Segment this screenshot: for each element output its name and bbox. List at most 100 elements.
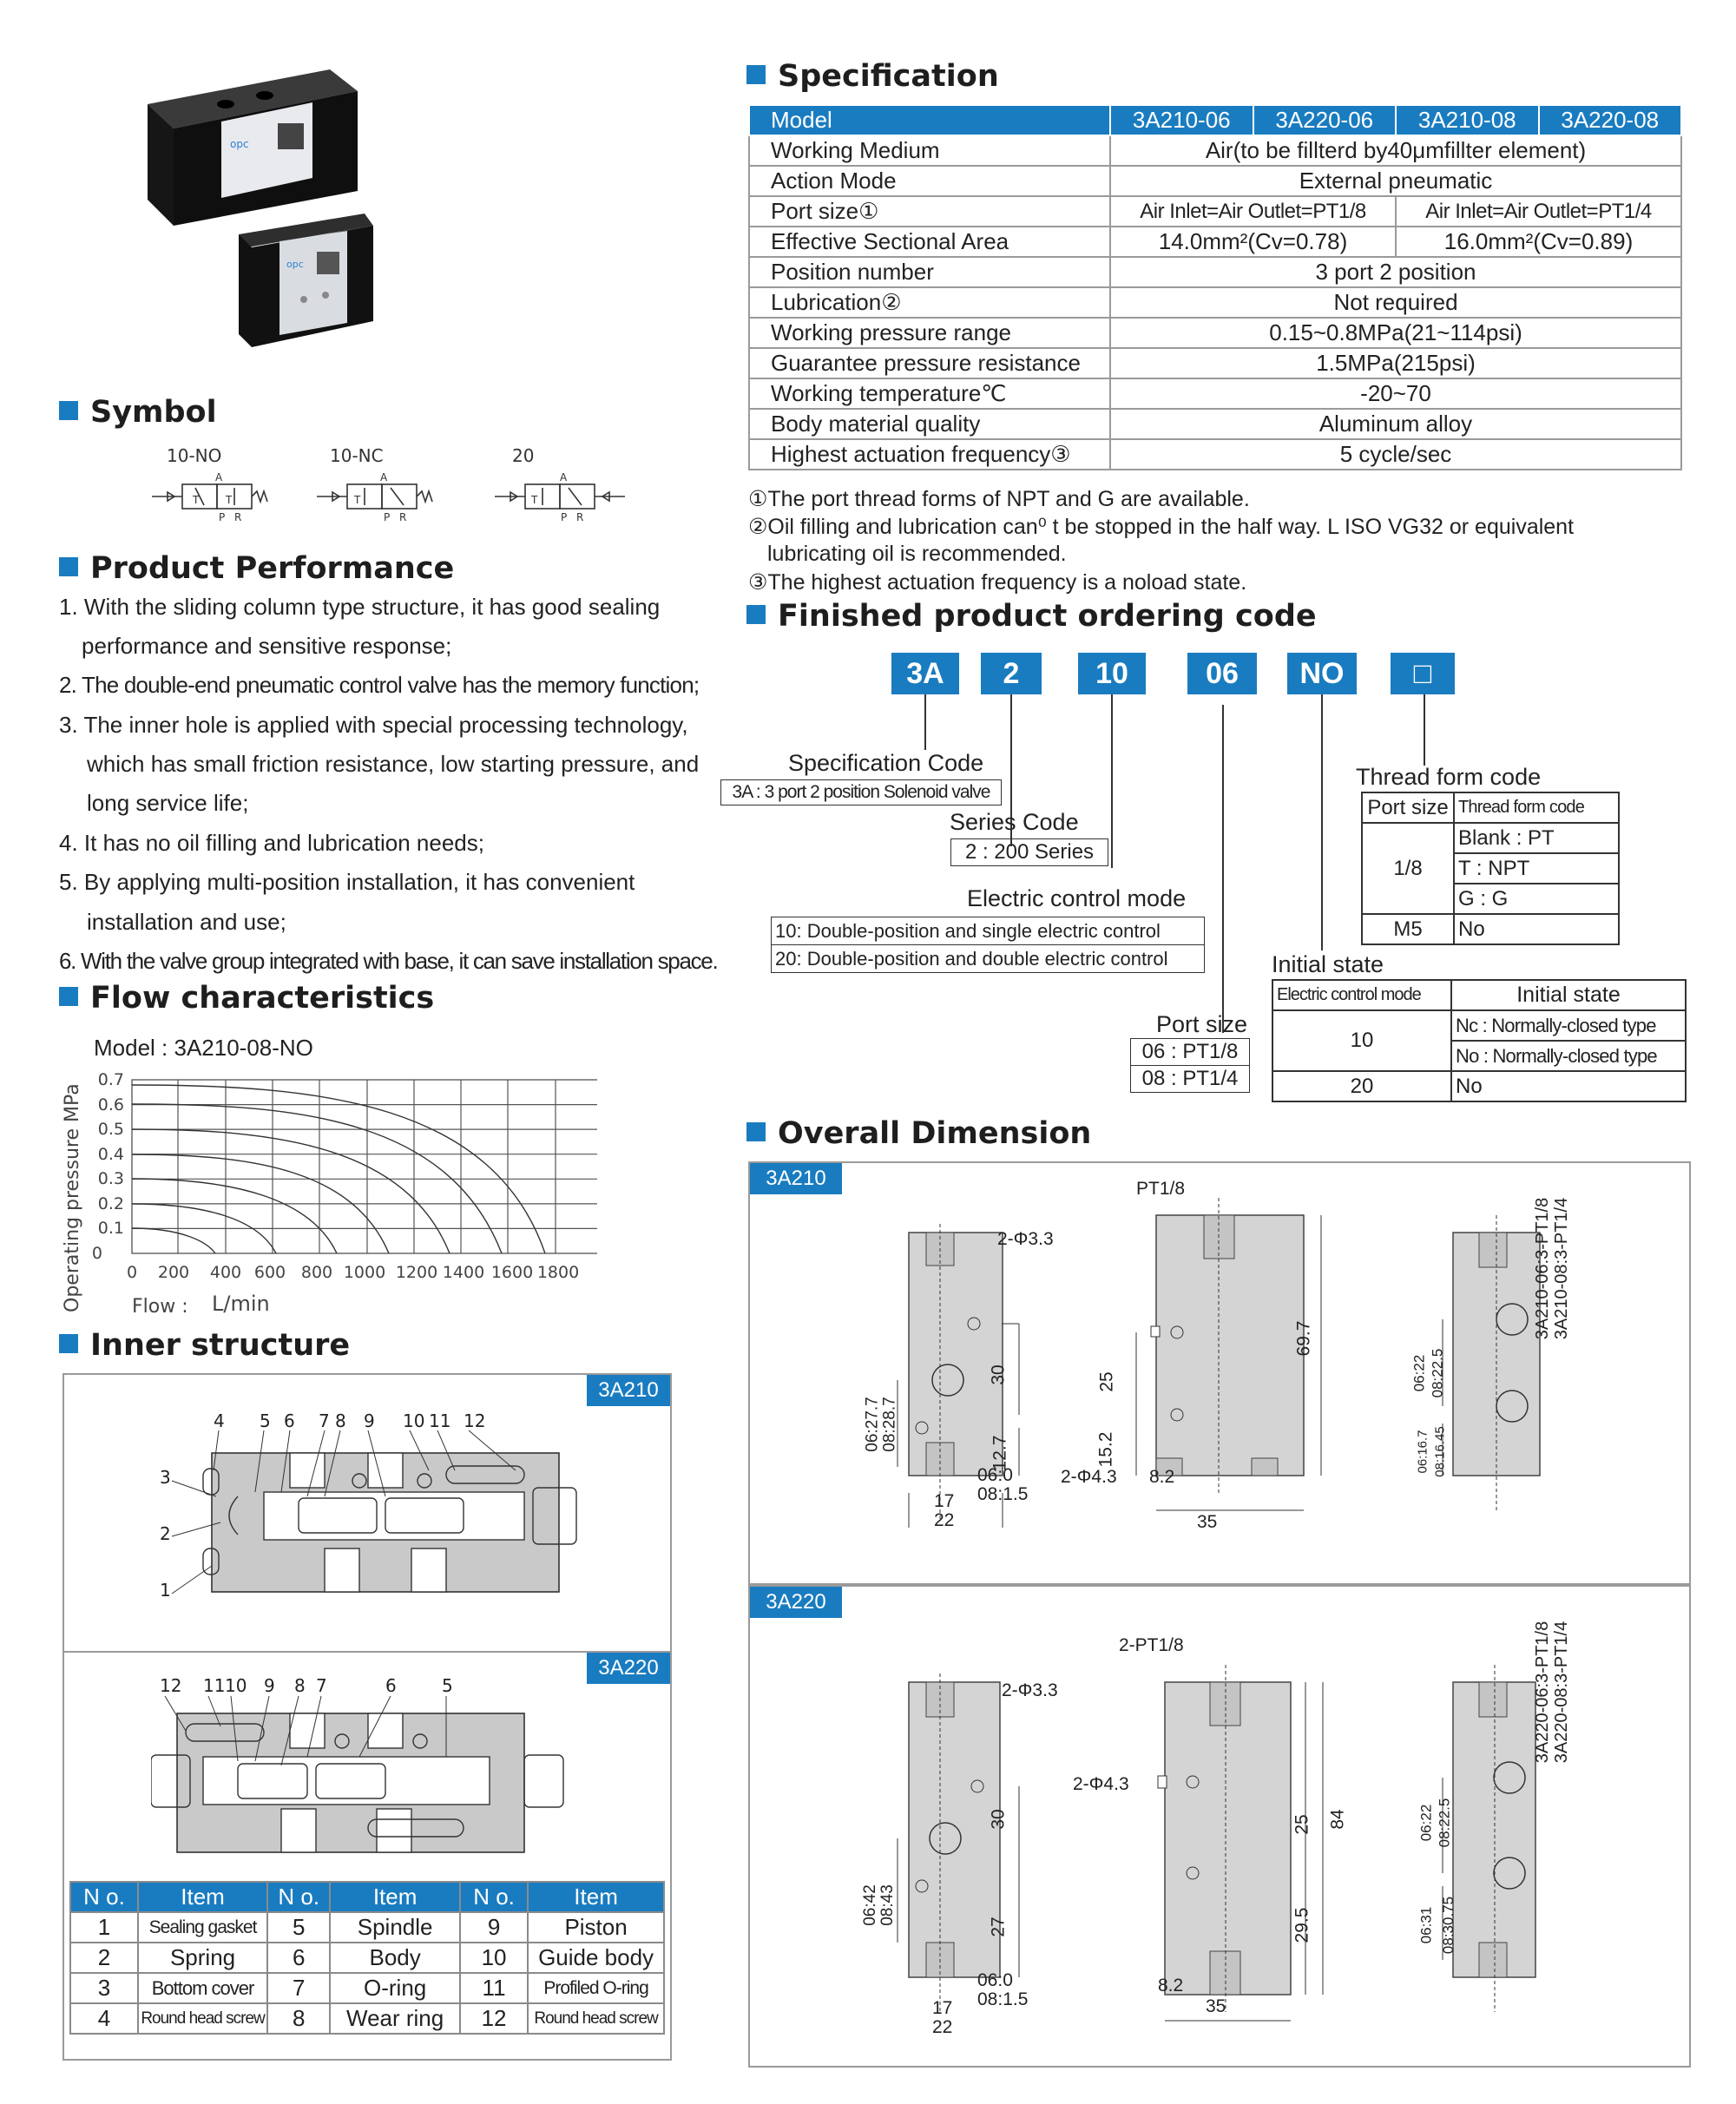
spec-val: 3 port 2 position	[1109, 256, 1682, 288]
spec-table: Model 3A210-06 3A220-06 3A210-08 3A220-0…	[748, 104, 1682, 470]
port-size-values: 06 : PT1/8 08 : PT1/4	[1130, 1038, 1250, 1093]
spec-key: Position number	[748, 256, 1111, 288]
port-size-label: Port size	[1156, 1011, 1248, 1037]
dimension-3a220-panel: 3A220	[748, 1585, 1691, 2068]
thread-port: M5	[1361, 913, 1455, 945]
table-row: 1 Sealing gasket 5 Spindle 9 Piston	[69, 1911, 665, 1943]
performance-line: 1. With the sliding column type structur…	[59, 594, 661, 620]
spec-note: ①The port thread forms of NPT and G are …	[748, 487, 1250, 511]
spec-hdr: 3A210-08	[1395, 104, 1540, 136]
cell: 12	[458, 2002, 529, 2035]
symbol-heading: Symbol	[59, 395, 217, 430]
part-number: 12	[464, 1410, 485, 1431]
dim-label: 2-Φ4.3	[1061, 1467, 1117, 1487]
dim-label: 08:22.5	[1436, 1798, 1453, 1848]
cell: 9	[458, 1911, 529, 1943]
performance-line: 6. With the valve group integrated with …	[59, 948, 719, 974]
dim-label: 08:16.45	[1432, 1426, 1448, 1477]
flow-xtick: 200	[158, 1263, 189, 1282]
port-size-option: 08 : PT1/4	[1141, 1067, 1239, 1090]
flow-xtick: 1000	[344, 1263, 385, 1282]
cell: 6	[266, 1942, 332, 1974]
cell: Round head screw	[527, 2002, 665, 2035]
port-label: A	[380, 471, 388, 483]
dim-label: 08:1.5	[977, 1989, 1029, 2009]
part-number: 11	[429, 1410, 450, 1431]
spec-val: 5 cycle/sec	[1109, 438, 1682, 470]
parts-table: N o. Item N o. Item N o. Item 1 Sealing …	[69, 1881, 665, 2035]
inner-3a210-drawing: 4 5 6 7 8 9 10 11 12 3 2 1	[151, 1401, 602, 1627]
spec-hdr: Model	[748, 104, 1111, 136]
spec-val: Air Inlet=Air Outlet=PT1/4	[1395, 195, 1682, 227]
dim-label: 29.5	[1292, 1907, 1312, 1943]
thread-code: No	[1453, 913, 1620, 945]
spec-code-label: Specification Code	[788, 750, 984, 776]
port-label: A	[560, 471, 568, 483]
thread-port: 1/8	[1361, 822, 1455, 915]
spec-val: 14.0mm²(Cv=0.78)	[1109, 226, 1397, 258]
thread-code: Blank : PT	[1453, 822, 1620, 854]
dim-label: 17	[932, 1998, 953, 2018]
spec-header-row: Model 3A210-06 3A220-06 3A210-08 3A220-0…	[748, 104, 1682, 136]
svg-text:opc: opc	[286, 259, 304, 270]
performance-line: performance and sensitive response;	[82, 633, 452, 659]
part-number: 6	[385, 1675, 397, 1696]
dim-label: 84	[1327, 1809, 1348, 1830]
spec-key: Body material quality	[748, 408, 1111, 440]
dim-label: 8.2	[1149, 1467, 1175, 1487]
product-photo: opc opc	[130, 69, 391, 365]
spec-key: Working pressure range	[748, 317, 1111, 349]
electric-mode-values: 10: Double-position and single electric …	[771, 917, 1205, 973]
spec-key: Action Mode	[748, 165, 1111, 197]
part-number: 1	[160, 1580, 171, 1601]
spec-key: Port size①	[748, 195, 1111, 227]
cell: Sealing gasket	[136, 1911, 269, 1943]
initial-mode: 20	[1272, 1070, 1452, 1102]
part-number: 7	[316, 1675, 327, 1696]
dim-label: 17	[934, 1491, 955, 1511]
initial-hdr: Electric control mode	[1272, 979, 1452, 1011]
parts-hdr: N o.	[69, 1881, 139, 1913]
port-label: P	[384, 511, 390, 521]
cell: Spring	[136, 1942, 269, 1974]
cell: Wear ring	[329, 2002, 461, 2035]
inner-3a220-drawing: 12 11 10 9 8 7 6 5	[150, 1670, 602, 1878]
dim-label: 2-Φ3.3	[997, 1229, 1054, 1249]
flow-model: Model : 3A210-08-NO	[94, 1035, 313, 1061]
dim-label: 25	[1096, 1371, 1117, 1392]
performance-line: which has small friction resistance, low…	[87, 751, 700, 777]
cell: Guide body	[527, 1942, 665, 1974]
flow-chart: Operating pressure MPa 0.7 0.6 0.5	[59, 1068, 624, 1319]
dim-label: 3A220-06:3-PT1/8	[1533, 1621, 1553, 1764]
cell: 4	[69, 2002, 139, 2035]
dim-label: 06:0	[977, 1970, 1013, 1990]
dimension-heading: Overall Dimension	[746, 1116, 1091, 1151]
dim-label: 69.7	[1293, 1320, 1314, 1357]
dim-label: 06:22	[1410, 1354, 1428, 1392]
inner-tag-3a210: 3A210	[587, 1375, 670, 1406]
spec-val: Air(to be fillterd by40μmfillter element…	[1109, 135, 1682, 167]
dim-label: 06:0	[977, 1465, 1013, 1485]
dim-label: 35	[1206, 1996, 1226, 2016]
spec-key: Lubrication②	[748, 286, 1111, 319]
dim-label: 08:22.5	[1429, 1348, 1446, 1398]
initial-state-label: Initial state	[1272, 951, 1384, 977]
port-label: R	[234, 511, 241, 521]
part-number: 8	[335, 1410, 346, 1431]
cell: Body	[329, 1942, 461, 1974]
code-box-initial: NO	[1287, 653, 1357, 694]
flow-xtick: 1800	[537, 1263, 579, 1282]
dim-label: 06:42	[860, 1884, 879, 1926]
dim-label: 22	[934, 1510, 955, 1530]
spec-hdr: 3A210-06	[1109, 104, 1254, 136]
initial-value: Nc : Normally-closed type	[1450, 1009, 1687, 1042]
cell: O-ring	[329, 1972, 461, 2004]
part-number: 9	[264, 1675, 275, 1696]
performance-line: 2. The double-end pneumatic control valv…	[59, 672, 700, 698]
flow-xtick: 800	[301, 1263, 332, 1282]
initial-value: No	[1450, 1070, 1687, 1102]
